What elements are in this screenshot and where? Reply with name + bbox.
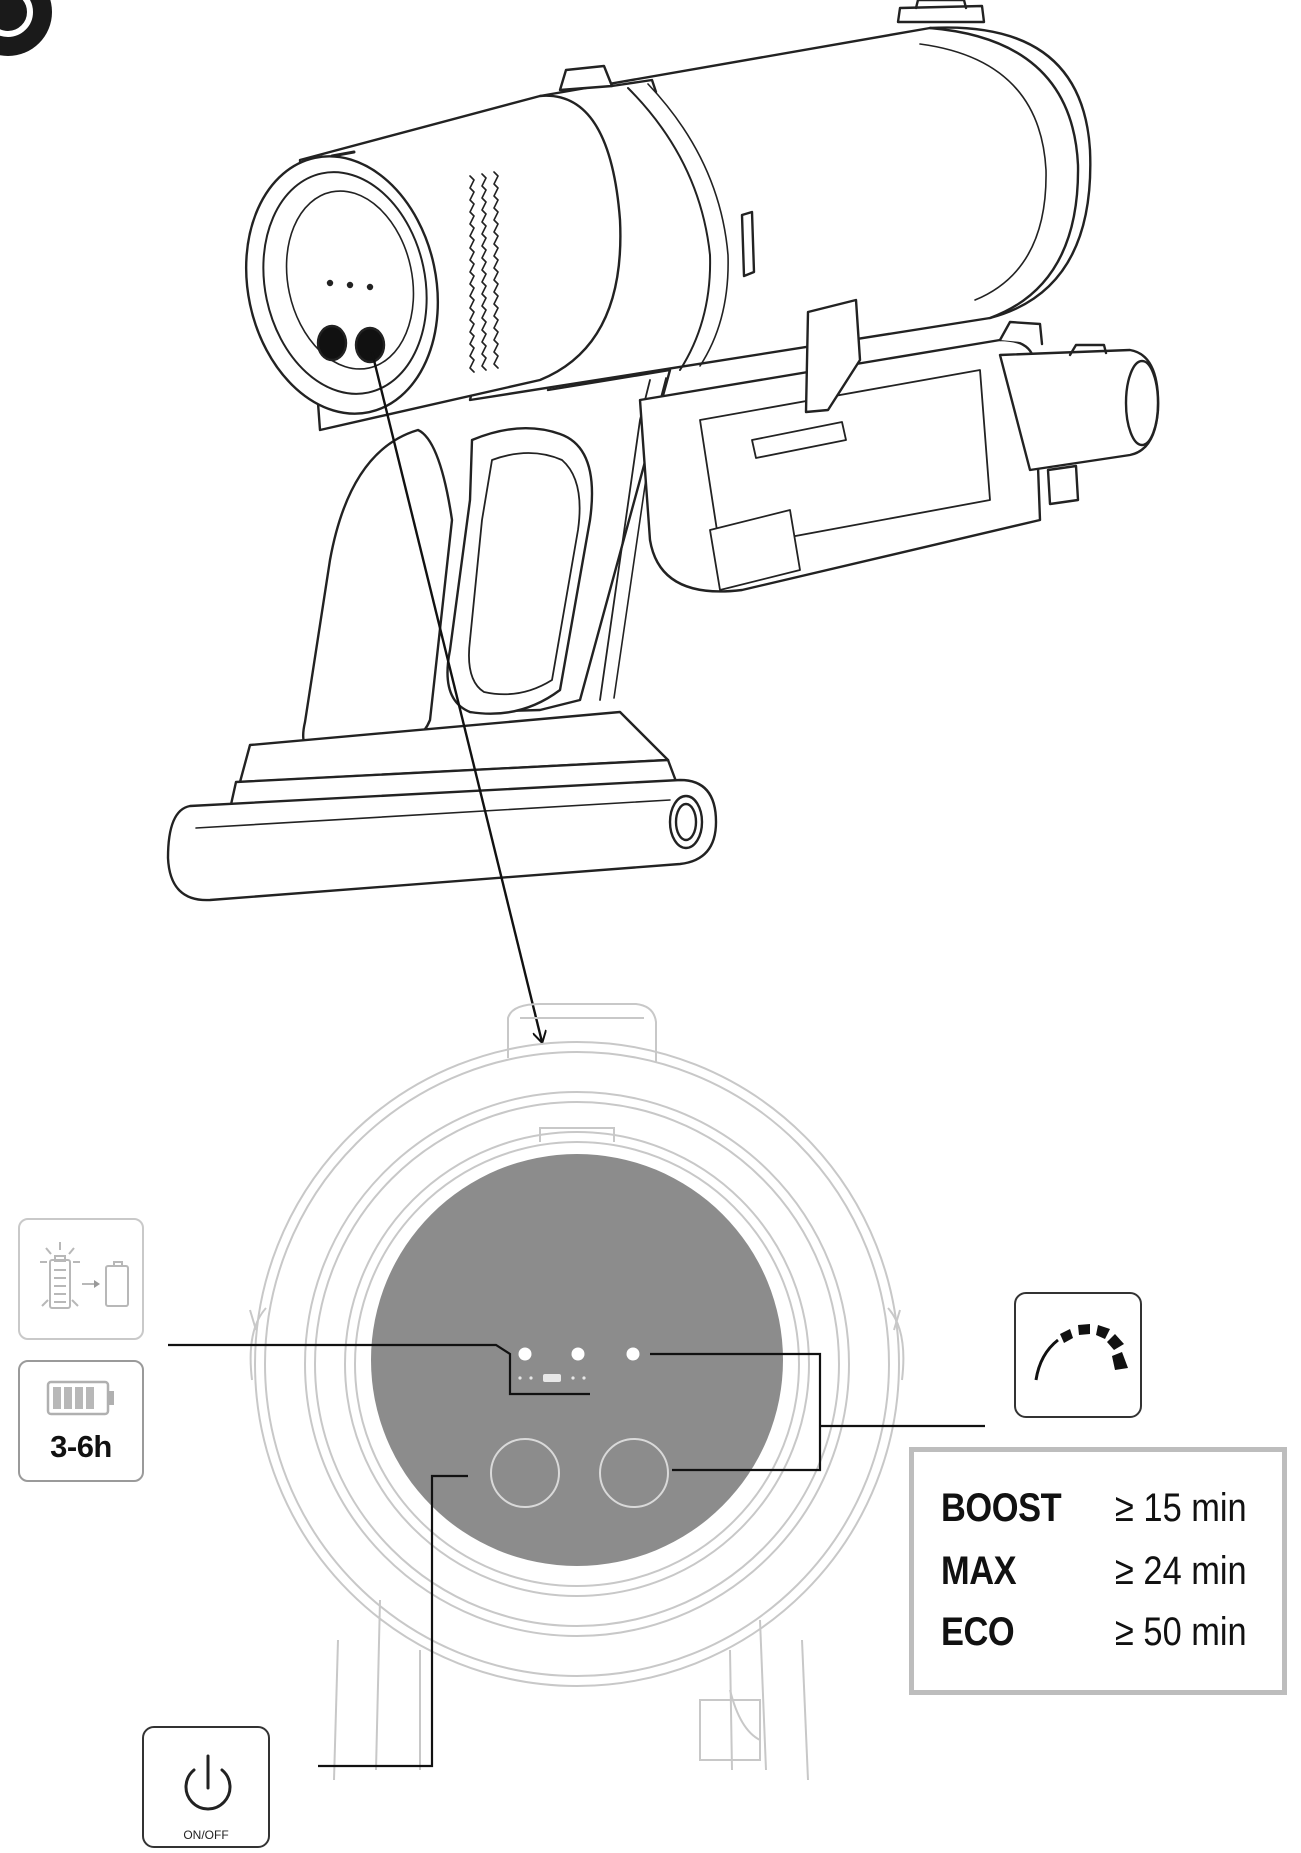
mode-card	[1014, 1292, 1142, 1418]
power-icon	[184, 1754, 232, 1811]
callout-arrow	[370, 351, 542, 1042]
led-2	[571, 1347, 585, 1361]
runtime-time: ≥ 24 min	[1115, 1549, 1247, 1593]
mode-button[interactable]	[599, 1438, 669, 1508]
speed-gauge-icon	[1034, 1324, 1128, 1381]
vacuum-illustration	[166, 0, 1160, 902]
power-label: ON/OFF	[183, 1828, 229, 1842]
top-clip	[896, 4, 986, 24]
battery-runtime-card: 3-6h	[18, 1360, 144, 1482]
battery-indicator-row	[518, 1374, 586, 1382]
closeup-ghost-outline	[249, 1003, 905, 1781]
runtime-row: MAX ≥ 24 min	[914, 1549, 1282, 1599]
led-3	[626, 1347, 640, 1361]
head-button-left	[316, 324, 348, 362]
vent-fins	[469, 171, 499, 373]
runtime-row: ECO ≥ 50 min	[914, 1610, 1282, 1660]
runtime-table: BOOST ≥ 15 min MAX ≥ 24 min ECO ≥ 50 min	[909, 1447, 1287, 1695]
runtime-time: ≥ 50 min	[1115, 1610, 1247, 1654]
leader-lines	[168, 1343, 985, 1768]
runtime-mode: MAX	[941, 1549, 1017, 1593]
corner-badge-icon	[0, 0, 52, 56]
battery-full-icon	[46, 1380, 114, 1416]
runtime-row: BOOST ≥ 15 min	[914, 1486, 1282, 1536]
cyclone-body	[468, 26, 1092, 402]
power-button[interactable]	[490, 1438, 560, 1508]
battery-charge-card	[18, 1218, 144, 1340]
runtime-mode: ECO	[941, 1610, 1015, 1654]
head-button-right	[354, 326, 386, 364]
led-1	[518, 1347, 532, 1361]
base-foot	[166, 778, 718, 902]
power-card: ON/OFF	[142, 1726, 270, 1848]
runtime-time: ≥ 15 min	[1115, 1486, 1247, 1530]
battery-charging-icon	[40, 1242, 129, 1309]
runtime-mode: BOOST	[941, 1486, 1062, 1530]
runtime-hours-label: 3-6h	[50, 1429, 112, 1464]
